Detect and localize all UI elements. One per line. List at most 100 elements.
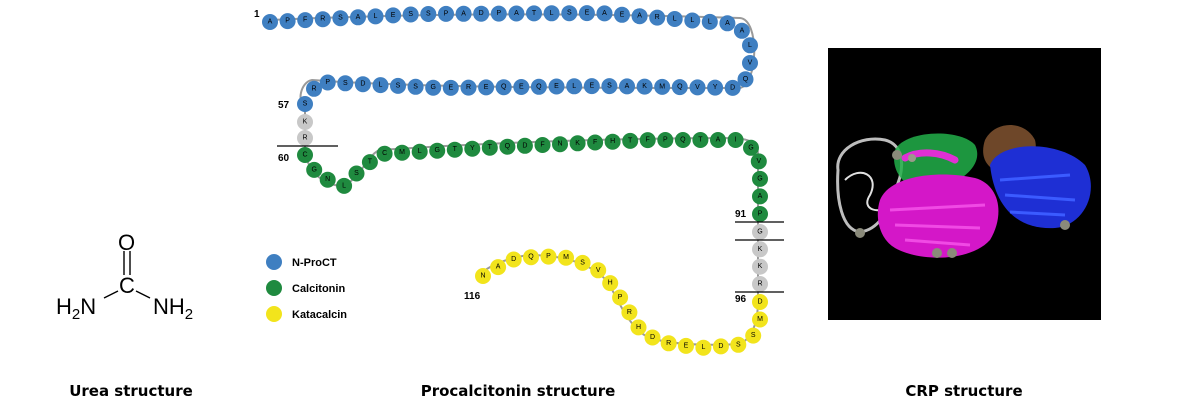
residue-letter: S xyxy=(413,83,418,90)
residue-letter: L xyxy=(418,148,422,155)
residue-letter: G xyxy=(434,147,439,154)
residue-bead xyxy=(639,132,656,149)
residue-bead xyxy=(742,37,758,54)
residue-bead xyxy=(619,78,635,95)
crp-magenta-strands xyxy=(889,203,986,247)
residue-letter: P xyxy=(285,18,290,25)
residue-letter: P xyxy=(663,137,668,144)
residue-letter: D xyxy=(522,142,527,149)
residue-letter: A xyxy=(637,13,642,20)
residue-bead xyxy=(724,79,741,96)
residue-letter: S xyxy=(354,170,359,177)
residue-bead xyxy=(394,144,411,161)
residue-letter: D xyxy=(757,299,762,306)
residue-letter: V xyxy=(756,158,761,165)
residue-letter: S xyxy=(567,10,572,17)
residue-letter: F xyxy=(593,139,597,146)
residue-letter: N xyxy=(480,273,485,280)
urea-left-h: H xyxy=(56,294,72,319)
legend-swatch-nproct xyxy=(266,254,282,270)
urea-right-nh: NH xyxy=(153,294,185,319)
residue-bead xyxy=(752,258,768,275)
residue-bead xyxy=(561,5,578,22)
residue-letter: R xyxy=(311,85,316,92)
residue-letter: N xyxy=(557,141,562,148)
residue-bead xyxy=(350,9,366,26)
residue-letter: L xyxy=(342,182,346,189)
residue-bead xyxy=(631,8,648,25)
residue-bead xyxy=(644,329,661,346)
crp-ion-1 xyxy=(855,228,865,238)
residue-letter: E xyxy=(620,11,625,18)
crp-structure-image xyxy=(828,48,1101,320)
residue-bead xyxy=(578,5,595,22)
residue-bead xyxy=(297,114,313,130)
residue-bead xyxy=(543,5,560,22)
legend-swatch-katacalcin xyxy=(266,306,282,322)
position-label-91: 91 xyxy=(735,209,747,220)
residue-bead xyxy=(752,294,768,310)
residue-bead xyxy=(306,161,323,178)
legend: N-ProCT Calcitonin Katacalcin xyxy=(266,254,347,322)
residue-letter: K xyxy=(642,83,647,90)
residue-letter: K xyxy=(758,263,763,270)
residue-bead xyxy=(354,76,371,93)
residue-letter: K xyxy=(303,119,308,126)
residue-letter: E xyxy=(484,84,489,91)
residue-letter: G xyxy=(748,144,753,151)
residue-letter: E xyxy=(585,10,590,17)
residue-letter: S xyxy=(607,83,612,90)
residue-bead xyxy=(446,141,463,158)
residue-bead xyxy=(569,135,586,152)
residue-letter: C xyxy=(302,152,307,159)
residue-bead xyxy=(508,5,525,22)
residue-bead xyxy=(689,79,706,96)
urea-oxygen: O xyxy=(118,230,135,255)
residue-letter: C xyxy=(382,150,387,157)
residue-bead xyxy=(712,338,729,355)
residue-bead xyxy=(306,80,322,97)
residue-bead xyxy=(420,6,437,22)
residue-bead xyxy=(505,251,522,268)
residue-bead xyxy=(621,304,638,321)
residue-letter: S xyxy=(396,82,401,89)
residue-bead xyxy=(630,319,647,336)
residue-bead xyxy=(649,9,666,26)
residue-letter: G xyxy=(430,84,435,91)
crp-ion-2 xyxy=(932,248,942,258)
residue-letter: P xyxy=(618,294,623,301)
residue-letter: T xyxy=(453,146,458,153)
residue-bead xyxy=(602,275,619,292)
residue-letter: L xyxy=(748,42,752,49)
crp-ion-4 xyxy=(1060,220,1070,230)
residue-bead xyxy=(332,10,349,27)
residue-letter: K xyxy=(575,140,580,147)
residue-bead xyxy=(526,5,542,22)
residue-bead xyxy=(604,133,621,150)
residue-bead xyxy=(752,206,768,222)
residue-bead xyxy=(636,78,653,95)
residue-bead xyxy=(684,12,701,29)
crp-blue-subunit xyxy=(990,146,1091,229)
residue-bead xyxy=(707,79,724,96)
residue-bead xyxy=(372,77,389,94)
caption-procalcitonin: Procalcitonin structure xyxy=(421,382,616,400)
crp-blue-strands xyxy=(999,173,1076,217)
residue-bead xyxy=(367,8,384,25)
residue-bead xyxy=(297,12,314,29)
residue-bead xyxy=(657,132,674,148)
residue-bead xyxy=(516,137,533,154)
residue-bead xyxy=(262,14,278,30)
residue-bead xyxy=(622,132,639,149)
residue-letter: E xyxy=(684,342,689,349)
residue-bead xyxy=(429,142,446,159)
residue-letter: A xyxy=(602,10,607,17)
residue-letter: L xyxy=(550,10,554,17)
residue-bead xyxy=(752,188,768,205)
residue-letter: V xyxy=(695,84,700,91)
crp-ion-6 xyxy=(908,154,916,162)
residue-letter: R xyxy=(655,14,660,21)
urea-carbon: C xyxy=(119,273,135,298)
residue-letter: T xyxy=(488,144,493,151)
residue-bead xyxy=(490,5,507,22)
